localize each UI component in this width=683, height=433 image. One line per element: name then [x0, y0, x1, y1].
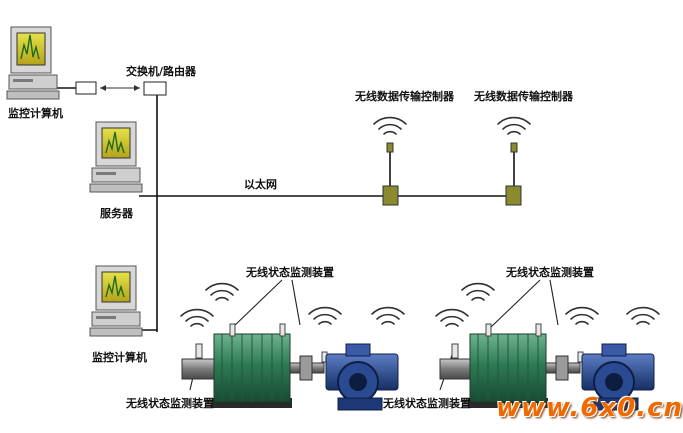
wireless-controller-label-2: 无线数据传输控制器	[474, 90, 573, 103]
controller-icon	[382, 142, 399, 206]
ethernet-label: 以太网	[244, 178, 277, 191]
watermark-text: www.6x0.cn	[496, 393, 683, 423]
pump-icon	[325, 343, 399, 411]
coupling	[555, 355, 569, 381]
inlet-pipe	[181, 358, 217, 380]
server-label: 服务器	[100, 207, 133, 220]
sensor-post	[535, 323, 542, 337]
sensor-post	[279, 323, 286, 337]
wifi-signal-icon	[180, 116, 660, 327]
wireless-controller-label-1: 无线数据传输控制器	[355, 90, 454, 103]
motor-base	[468, 398, 548, 408]
server-icon	[89, 121, 143, 193]
computer-icon	[89, 265, 143, 337]
switch-icon	[75, 81, 97, 95]
monitor-device-upper-right-label: 无线状态监测装置	[506, 266, 594, 279]
controller-icon	[505, 142, 522, 206]
switch-router-label: 交换机/路由器	[126, 65, 197, 78]
sensor-post	[195, 343, 203, 359]
sensor-post	[229, 323, 236, 337]
pump-icon	[581, 343, 655, 411]
monitor-device-upper-left-label: 无线状态监测装置	[246, 266, 334, 279]
sensor-post	[451, 343, 459, 359]
monitor-pc-top-label: 监控计算机	[8, 107, 63, 120]
motor-base	[212, 398, 292, 408]
sensor-post	[485, 323, 492, 337]
monitor-device-lower-right-label: 无线状态监测装置	[383, 397, 471, 410]
motor-pump-set-left	[181, 323, 399, 411]
network-diagram	[6, 26, 660, 411]
computer-icon	[6, 26, 60, 100]
network-lines	[55, 87, 520, 332]
switch-link	[75, 81, 167, 96]
inlet-pipe	[439, 358, 475, 380]
monitor-pc-bottom-label: 监控计算机	[92, 351, 147, 364]
coupling	[299, 355, 313, 381]
router-icon	[143, 81, 167, 96]
motor-pump-set-right	[439, 323, 655, 411]
monitor-device-lower-left-label: 无线状态监测装置	[126, 397, 214, 410]
